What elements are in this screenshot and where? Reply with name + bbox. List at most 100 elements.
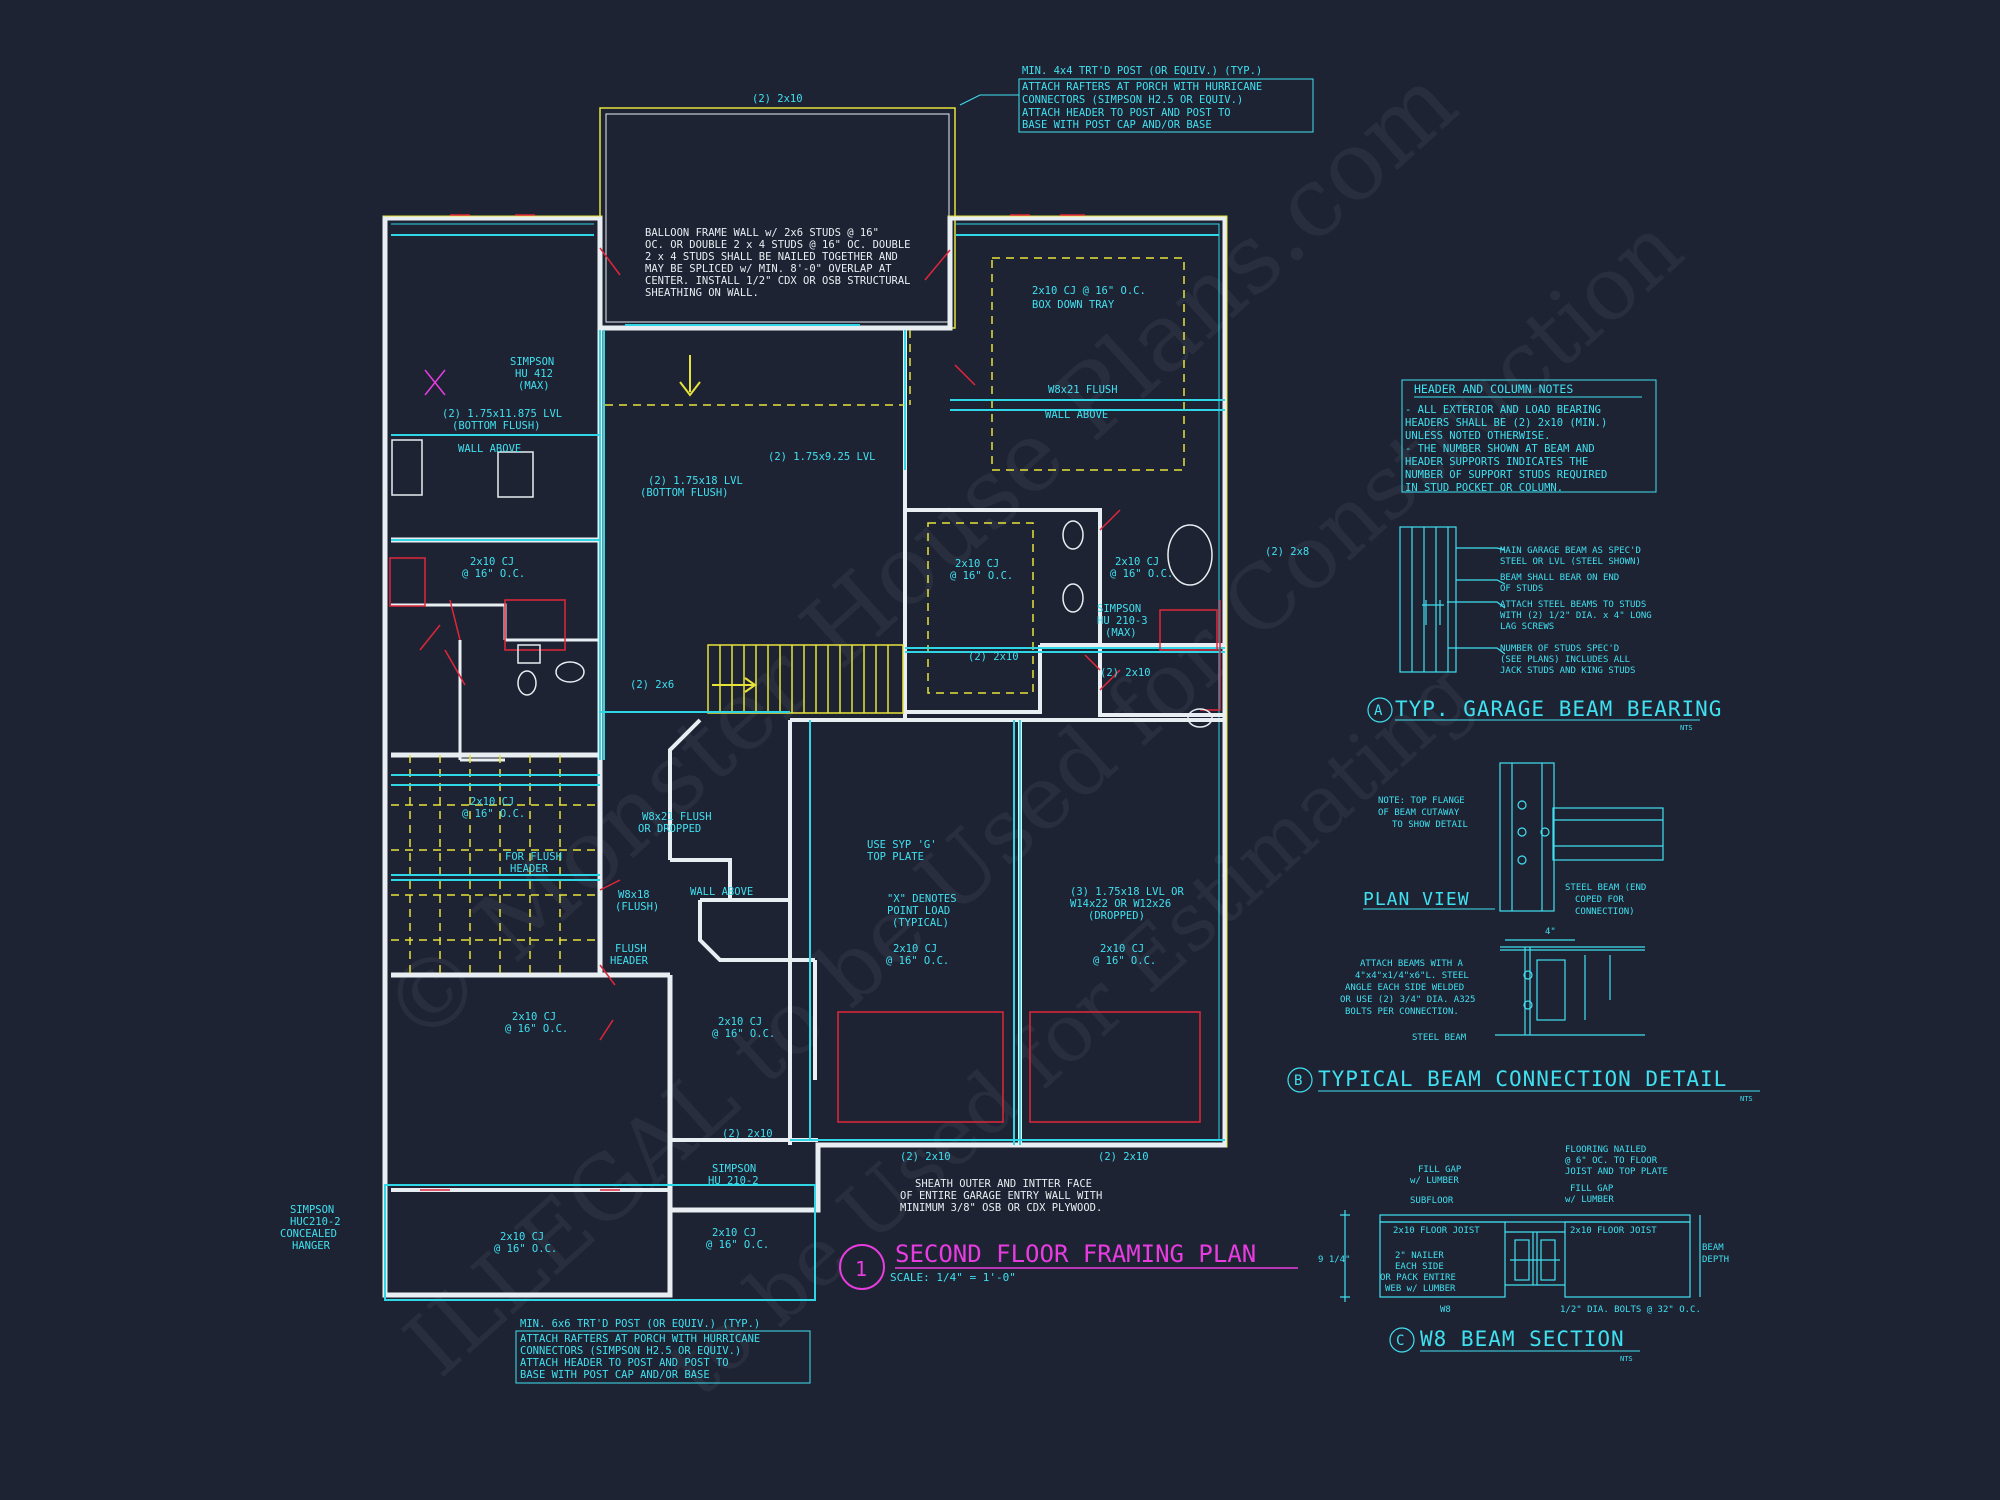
label-use-syp: USE SYP 'G' bbox=[867, 839, 937, 851]
label-cj: 2x10 CJ bbox=[718, 1016, 762, 1028]
detail-a-note: NUMBER OF STUDS SPEC'D bbox=[1500, 644, 1619, 654]
detail-b-note: OF BEAM CUTAWAY bbox=[1378, 808, 1460, 818]
label-lvl-18: (BOTTOM FLUSH) bbox=[640, 487, 729, 499]
detail-a-note: LAG SCREWS bbox=[1500, 622, 1554, 632]
label-2x10: (2) 2x10 bbox=[722, 1128, 773, 1140]
detail-b-letter: B bbox=[1294, 1073, 1302, 1089]
label-2x10-top: (2) 2x10 bbox=[752, 93, 803, 105]
label-cj: @ 16" O.C. bbox=[1110, 568, 1173, 580]
label-simpson-huc: SIMPSON bbox=[290, 1204, 334, 1216]
detail-b-attach: OR USE (2) 3/4" DIA. A325 bbox=[1340, 995, 1475, 1005]
label-lvl-bottom: (2) 1.75x11.875 LVL bbox=[442, 408, 562, 420]
note-porch-top: MIN. 4x4 TRT'D POST (OR EQUIV.) (TYP.) A… bbox=[959, 65, 1314, 133]
detail-a-note: JACK STUDS AND KING STUDS bbox=[1500, 666, 1635, 676]
note-porch-top-line: ATTACH HEADER TO POST AND POST TO bbox=[1022, 107, 1231, 119]
detail-b-note: CONNECTION) bbox=[1575, 907, 1635, 917]
detail-b-note: TO SHOW DETAIL bbox=[1392, 820, 1468, 830]
detail-a-note: WITH (2) 1/2" DIA. x 4" LONG bbox=[1500, 611, 1652, 621]
detail-b-nts: NTS bbox=[1740, 1095, 1753, 1103]
detail-a-note: (SEE PLANS) INCLUDES ALL bbox=[1500, 655, 1630, 665]
stairs bbox=[707, 644, 904, 714]
detail-c-joist-left: 2x10 FLOOR JOIST bbox=[1393, 1226, 1480, 1236]
label-x-denotes: "X" DENOTES bbox=[887, 893, 957, 905]
detail-c-nts: NTS bbox=[1620, 1355, 1633, 1363]
detail-b-beam-connection: NOTE: TOP FLANGE OF BEAM CUTAWAY TO SHOW… bbox=[1287, 762, 1760, 1103]
label-simpson-hu210: SIMPSON bbox=[712, 1163, 756, 1175]
label-simpson-hu2103: (MAX) bbox=[1105, 627, 1137, 639]
detail-a-note: ATTACH STEEL BEAMS TO STUDS bbox=[1500, 600, 1646, 610]
note-porch-top-line: ATTACH RAFTERS AT PORCH WITH HURRICANE bbox=[1022, 81, 1262, 93]
label-cj: @ 16" O.C. bbox=[886, 955, 949, 967]
fixtures bbox=[391, 439, 1213, 728]
detail-a-garage-beam-bearing: MAIN GARAGE BEAM AS SPEC'D STEEL OR LVL … bbox=[1367, 526, 1722, 732]
header-note-line: - ALL EXTERIOR AND LOAD BEARING bbox=[1405, 404, 1601, 416]
detail-a-note: STEEL OR LVL (STEEL SHOWN) bbox=[1500, 557, 1641, 567]
label-w8-dropped: W8x21 FLUSH bbox=[642, 811, 712, 823]
note-balloon-line: OC. OR DOUBLE 2 x 4 STUDS @ 16" OC. DOUB… bbox=[645, 239, 911, 251]
detail-c-dim: 9 1/4" bbox=[1318, 1255, 1351, 1265]
detail-c-note: JOIST AND TOP PLATE bbox=[1565, 1167, 1668, 1177]
detail-c-note: EACH SIDE bbox=[1395, 1262, 1444, 1272]
note-porch-bottom-line: ATTACH RAFTERS AT PORCH WITH HURRICANE bbox=[520, 1333, 760, 1345]
detail-b-attach: ATTACH BEAMS WITH A bbox=[1360, 959, 1464, 969]
label-cj: @ 16" O.C. bbox=[462, 808, 525, 820]
label-2x10: (2) 2x10 bbox=[900, 1151, 951, 1163]
detail-b-title: TYPICAL BEAM CONNECTION DETAIL bbox=[1318, 1067, 1727, 1091]
detail-c-note: FILL GAP bbox=[1418, 1165, 1462, 1175]
label-flush-header: FLUSH bbox=[615, 943, 647, 955]
label-cj: 2x10 CJ bbox=[712, 1227, 756, 1239]
label-cj-box: 2x10 CJ @ 16" O.C. bbox=[1032, 285, 1146, 297]
label-cj-box: BOX DOWN TRAY bbox=[1032, 299, 1115, 311]
label-cj: 2x10 CJ bbox=[512, 1011, 556, 1023]
label-simpson-huc: HANGER bbox=[292, 1240, 331, 1252]
label-cj: @ 16" O.C. bbox=[462, 568, 525, 580]
detail-c-depth: DEPTH bbox=[1702, 1255, 1729, 1265]
label-2x10: (2) 2x10 bbox=[968, 651, 1019, 663]
header-note-line: NUMBER OF SUPPORT STUDS REQUIRED bbox=[1405, 469, 1607, 481]
detail-c-w8-beam-section: FLOORING NAILED @ 6" OC. TO FLOOR JOIST … bbox=[1318, 1145, 1729, 1363]
label-lvl-three: (DROPPED) bbox=[1088, 910, 1145, 922]
label-for-flush: FOR FLUSH bbox=[505, 851, 562, 863]
note-porch-bottom-line: ATTACH HEADER TO POST AND POST TO bbox=[520, 1357, 729, 1369]
note-sheath: SHEATH OUTER AND INTTER FACE OF ENTIRE G… bbox=[900, 1178, 1102, 1214]
label-simpson-hu412: (MAX) bbox=[518, 380, 550, 392]
header-column-notes: HEADER AND COLUMN NOTES - ALL EXTERIOR A… bbox=[1401, 379, 1657, 494]
detail-a-note: MAIN GARAGE BEAM AS SPEC'D bbox=[1500, 546, 1641, 556]
detail-c-subfloor: SUBFLOOR bbox=[1410, 1196, 1454, 1206]
plan-title-block: 1 SECOND FLOOR FRAMING PLAN SCALE: 1/4" … bbox=[839, 1240, 1298, 1290]
detail-c-depth: BEAM bbox=[1702, 1243, 1724, 1253]
detail-c-joist-right: 2x10 FLOOR JOIST bbox=[1570, 1226, 1657, 1236]
detail-a-title: TYP. GARAGE BEAM BEARING bbox=[1395, 697, 1722, 721]
label-wall-above: WALL ABOVE bbox=[1045, 409, 1108, 421]
note-balloon: BALLOON FRAME WALL w/ 2x6 STUDS @ 16" OC… bbox=[645, 227, 911, 299]
label-x-denotes: POINT LOAD bbox=[887, 905, 950, 917]
label-simpson-hu2103: HU 210-3 bbox=[1097, 615, 1148, 627]
note-balloon-line: BALLOON FRAME WALL w/ 2x6 STUDS @ 16" bbox=[645, 227, 879, 239]
header-note-line: UNLESS NOTED OTHERWISE. bbox=[1405, 430, 1550, 442]
label-simpson-hu412: SIMPSON bbox=[510, 356, 554, 368]
detail-a-note: OF STUDS bbox=[1500, 584, 1543, 594]
label-cj: @ 16" O.C. bbox=[712, 1028, 775, 1040]
label-simpson-huc: CONCEALED bbox=[280, 1228, 337, 1240]
detail-b-steel: STEEL BEAM bbox=[1412, 1033, 1467, 1043]
note-sheath-line: MINIMUM 3/8" OSB OR CDX PLYWOOD. bbox=[900, 1202, 1102, 1214]
detail-c-note: OR PACK ENTIRE bbox=[1380, 1273, 1456, 1283]
note-balloon-line: SHEATHING ON WALL. bbox=[645, 287, 759, 299]
point-markers bbox=[424, 369, 446, 396]
detail-c-note: FLOORING NAILED bbox=[1565, 1145, 1646, 1155]
note-porch-top-line: MIN. 4x4 TRT'D POST (OR EQUIV.) (TYP.) bbox=[1022, 65, 1262, 77]
header-note-line: HEADER SUPPORTS INDICATES THE bbox=[1405, 456, 1588, 468]
label-2x10: (2) 2x10 bbox=[1098, 1151, 1149, 1163]
note-sheath-line: OF ENTIRE GARAGE ENTRY WALL WITH bbox=[900, 1190, 1102, 1202]
label-cj: @ 16" O.C. bbox=[505, 1023, 568, 1035]
header-note-line: - THE NUMBER SHOWN AT BEAM AND bbox=[1405, 443, 1595, 455]
label-cj: 2x10 CJ bbox=[470, 556, 514, 568]
detail-b-attach: BOLTS PER CONNECTION. bbox=[1345, 1007, 1459, 1017]
label-cj: 2x10 CJ bbox=[500, 1231, 544, 1243]
header-note-line: IN STUD POCKET OR COLUMN. bbox=[1405, 482, 1563, 494]
label-flush-header: HEADER bbox=[610, 955, 649, 967]
label-simpson-hu210: HU 210-2 bbox=[708, 1175, 759, 1187]
label-lvl-925: (2) 1.75x9.25 LVL bbox=[768, 451, 875, 463]
detail-b-attach: ANGLE EACH SIDE WELDED bbox=[1345, 983, 1464, 993]
